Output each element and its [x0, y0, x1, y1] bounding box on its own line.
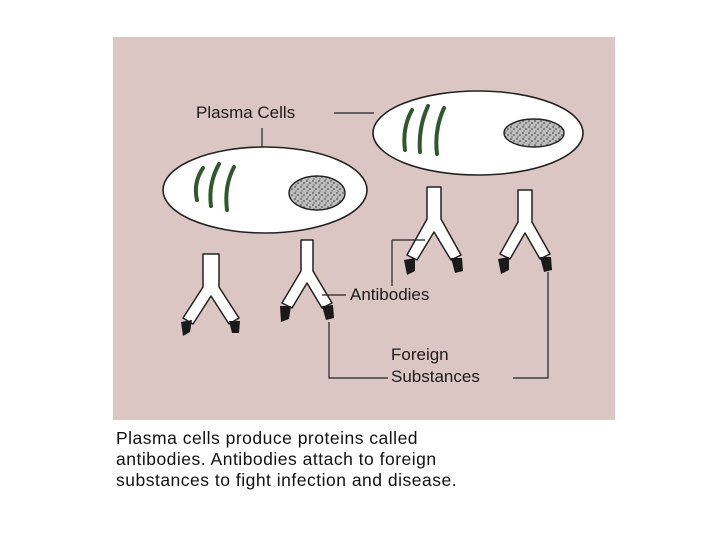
plasma-cell-right — [372, 90, 584, 176]
nucleus-left — [288, 175, 346, 211]
antibody-3 — [406, 186, 462, 261]
foreign-substance-4a — [498, 257, 509, 274]
label-antibodies: Antibodies — [350, 285, 430, 304]
caption-line-1: Plasma cells produce proteins called — [116, 428, 419, 448]
organelle-right-1 — [402, 108, 414, 152]
caption: Plasma cells produce proteins called ant… — [116, 428, 676, 491]
leader-lines — [261, 112, 549, 379]
foreign-substance-4b — [540, 257, 552, 272]
caption-line-3: substances to fight infection and diseas… — [116, 470, 458, 490]
foreign-substance-1a — [181, 320, 192, 336]
antibody-2 — [281, 239, 333, 309]
plasma-cell-left — [162, 146, 368, 234]
foreign-substance-1b — [229, 321, 240, 333]
leader-foreign-right — [513, 272, 549, 379]
antibody-1 — [182, 253, 240, 325]
label-foreign: Foreign — [391, 345, 449, 364]
label-plasma-cells: Plasma Cells — [196, 103, 296, 122]
organelle-right-3 — [434, 106, 446, 156]
antibody-4 — [499, 189, 551, 260]
organelle-left-3 — [224, 165, 236, 212]
organelle-right-2 — [417, 104, 430, 154]
label-substances: Substances — [391, 367, 480, 386]
foreign-substance-2a — [280, 306, 291, 322]
organelle-left-1 — [193, 166, 205, 202]
caption-line-2: antibodies. Antibodies attach to foreign — [116, 449, 437, 469]
foreign-substance-3b — [451, 258, 463, 273]
foreign-substance-3a — [404, 258, 415, 275]
organelle-left-2 — [208, 162, 221, 208]
leader-foreign-left — [328, 322, 388, 379]
foreign-substance-2b — [322, 305, 334, 320]
nucleus-right — [503, 118, 565, 148]
